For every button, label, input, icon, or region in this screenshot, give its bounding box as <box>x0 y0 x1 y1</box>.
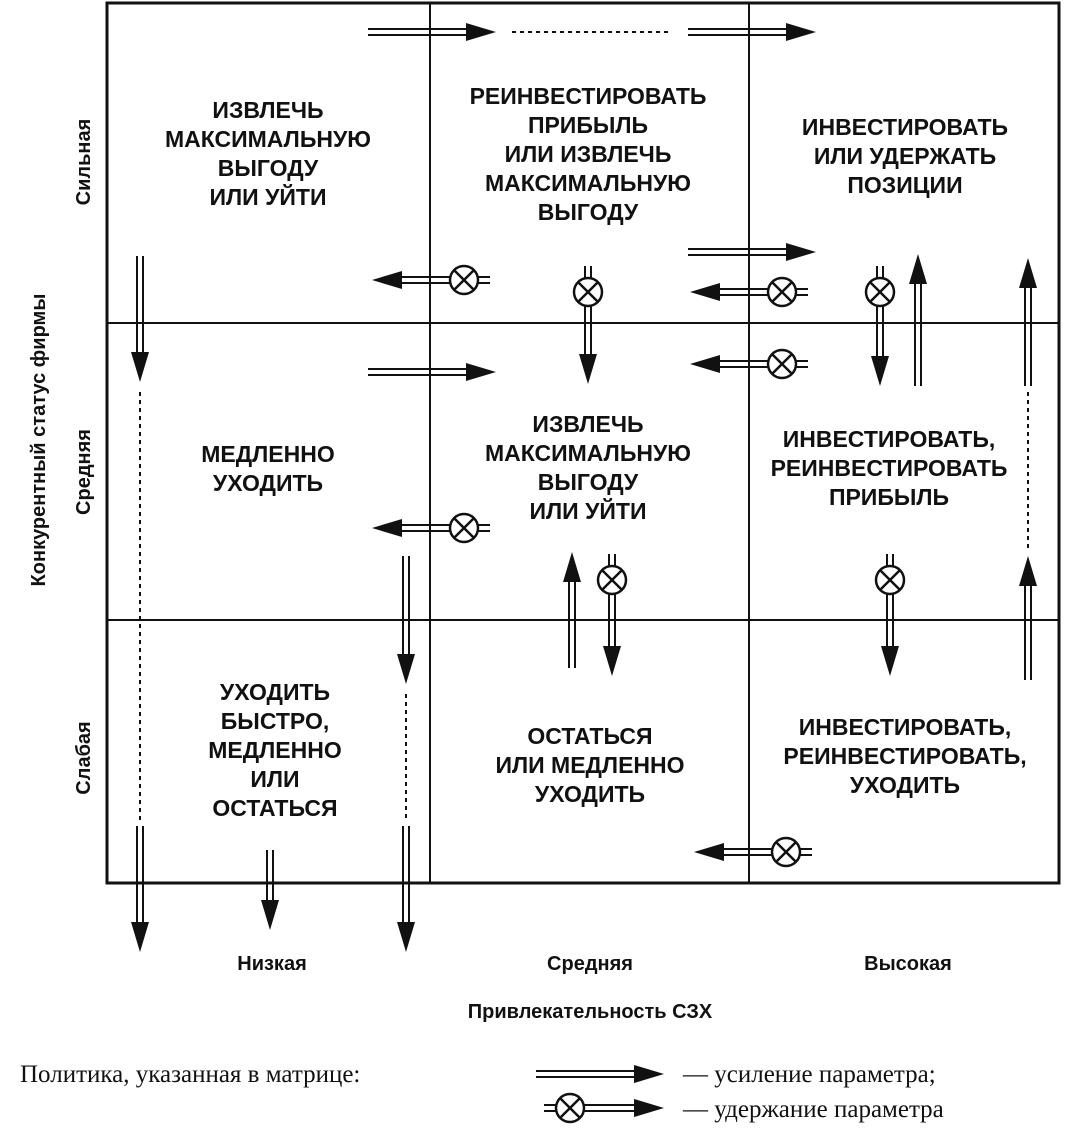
hold-arrow-strong-medium-down-shaft <box>579 306 597 384</box>
hold-arrow-weak-high-left <box>694 836 812 868</box>
y-axis: Конкурентный статус фирмы Сильная Средня… <box>28 119 95 795</box>
legend-title: Политика, указанная в матрице: <box>20 1061 360 1088</box>
arrow-low-mid-down <box>261 850 279 930</box>
hold-arrow-strong-medium-down <box>572 266 604 384</box>
x-level-low: Низкая <box>237 953 306 975</box>
cell-weak-high: ИНВЕСТИРОВАТЬ,РЕИНВЕСТИРОВАТЬ,УХОДИТЬ <box>783 714 1026 798</box>
legend-hold-arrow <box>544 1092 664 1124</box>
arrow-up-medium-col <box>563 552 581 668</box>
y-level-weak: Слабая <box>73 721 95 794</box>
hold-arrow-high-col-down-shaft <box>881 594 899 676</box>
hold-arrow-strong-high-left <box>690 276 808 308</box>
arrow-up-high-2 <box>1019 258 1037 386</box>
hold-arrow-row2-left-shaft <box>690 355 768 373</box>
x-level-high: Высокая <box>864 953 952 975</box>
y-level-medium: Средняя <box>73 429 95 515</box>
arrow-row2-right <box>368 363 496 381</box>
hold-arrow-strong-medium-left <box>372 264 490 296</box>
arrow-low-col-down-1 <box>397 556 415 684</box>
arrow-left-col-down-2 <box>131 826 149 952</box>
x-level-medium: Средняя <box>547 953 633 975</box>
hold-arrow-row2-left <box>690 348 808 380</box>
hold-arrow-medium-low-left <box>372 512 490 544</box>
hold-arrow-medium-low-left-shaft <box>372 519 450 537</box>
policy-arrows <box>131 23 1037 952</box>
y-axis-title: Конкурентный статус фирмы <box>28 294 50 587</box>
arrow-top-to-medium <box>368 23 496 41</box>
hold-arrow-strong-high-left-shaft <box>690 283 768 301</box>
hold-arrow-medium-col-down-shaft <box>603 594 621 676</box>
legend: Политика, указанная в матрице: — усилени… <box>20 1061 944 1124</box>
legend-strengthen-label: — усиление параметра; <box>682 1061 936 1088</box>
arrow-strong-to-high <box>688 243 816 261</box>
legend-icons <box>536 1065 664 1124</box>
arrow-low-col-down-2 <box>397 826 415 952</box>
hold-arrow-strong-medium-left-shaft <box>372 271 450 289</box>
matrix-frame <box>105 1 1061 885</box>
arrow-top-to-high <box>688 23 816 41</box>
hold-arrow-strong-high-down <box>864 266 896 386</box>
arrow-up-right-col <box>1019 556 1037 680</box>
legend-strengthen-arrow <box>536 1065 664 1083</box>
arrow-left-col-down-1 <box>131 256 149 382</box>
x-axis-title: Привлекательность СЗХ <box>468 1001 713 1023</box>
arrow-up-high-1 <box>909 254 927 386</box>
y-level-strong: Сильная <box>73 119 95 206</box>
legend-hold-arrow-shaft <box>584 1099 664 1117</box>
hold-arrow-strong-high-down-shaft <box>871 306 889 386</box>
hold-arrow-medium-col-down <box>596 554 628 676</box>
matrix-grid <box>105 1 1061 885</box>
hold-arrow-weak-high-left-shaft <box>694 843 772 861</box>
legend-hold-label: — удержание параметра <box>682 1096 944 1123</box>
x-axis: Низкая Средняя Высокая Привлекательность… <box>237 953 952 1023</box>
hold-arrow-high-col-down <box>874 554 906 676</box>
